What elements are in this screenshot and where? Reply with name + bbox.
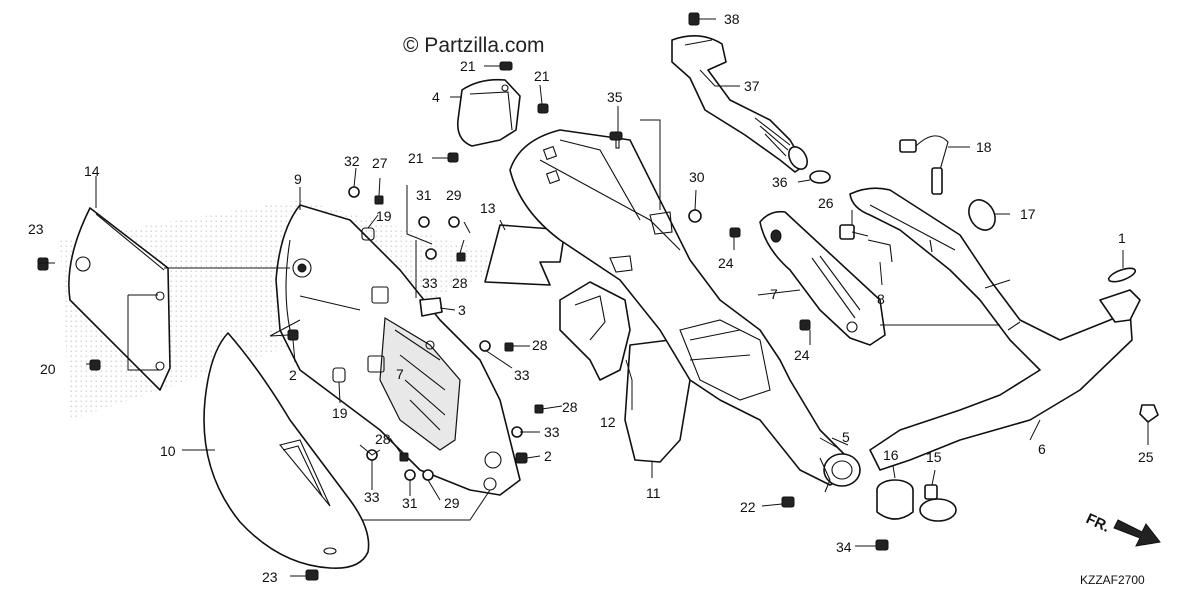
callout-28-low[interactable]: 28 <box>375 431 391 447</box>
callout-36[interactable]: 36 <box>772 174 788 190</box>
part-10-side-cover[interactable] <box>203 332 370 569</box>
callout-33-top[interactable]: 33 <box>422 275 438 291</box>
callout-29-low[interactable]: 29 <box>444 495 460 511</box>
callout-12[interactable]: 12 <box>600 414 616 430</box>
callout-28-top[interactable]: 28 <box>452 275 468 291</box>
callout-16[interactable]: 16 <box>883 447 899 463</box>
part-26-bracket[interactable] <box>839 224 855 240</box>
callout-13[interactable]: 13 <box>480 200 496 216</box>
callout-29-top[interactable]: 29 <box>446 187 462 203</box>
callout-23-left[interactable]: 23 <box>28 221 44 237</box>
callout-38[interactable]: 38 <box>724 11 740 27</box>
callout-1[interactable]: 1 <box>1118 230 1126 246</box>
callout-9[interactable]: 9 <box>294 171 302 187</box>
callout-30[interactable]: 30 <box>689 169 705 185</box>
watermark-text: © Partzilla.com <box>403 34 545 57</box>
callout-2-right[interactable]: 2 <box>544 448 552 464</box>
callout-labels: 38 37 35 21 21 21 4 30 36 18 17 1 6 25 2… <box>28 11 1154 585</box>
diagram-code: KZZAF2700 <box>1080 573 1145 587</box>
callout-34[interactable]: 34 <box>836 539 852 555</box>
callout-17[interactable]: 17 <box>1020 206 1036 222</box>
callout-19-lower[interactable]: 19 <box>332 405 348 421</box>
part-4-end-cap[interactable] <box>456 78 521 147</box>
part-1-gasket[interactable] <box>1107 266 1137 285</box>
fr-label: FR. <box>1083 510 1112 536</box>
callout-10[interactable]: 10 <box>160 443 176 459</box>
part-9-muffler-bracket[interactable] <box>275 204 521 496</box>
callout-15[interactable]: 15 <box>926 449 942 465</box>
leader-lines <box>38 18 1149 577</box>
callout-3[interactable]: 3 <box>458 302 466 318</box>
fr-arrow-icon <box>1113 519 1161 547</box>
callout-28-mid[interactable]: 28 <box>532 337 548 353</box>
part-8-band[interactable] <box>867 239 893 263</box>
callout-28-right[interactable]: 28 <box>562 399 578 415</box>
callout-19-upper[interactable]: 19 <box>376 208 392 224</box>
part-17-clamp[interactable] <box>964 195 1001 235</box>
callout-24-upper[interactable]: 24 <box>718 255 734 271</box>
callout-27[interactable]: 27 <box>372 155 388 171</box>
callout-7-right[interactable]: 7 <box>770 286 778 302</box>
front-direction-indicator: FR. <box>1083 510 1161 547</box>
part-18-o2-sensor[interactable] <box>899 135 949 195</box>
part-36-gasket[interactable] <box>809 170 831 184</box>
callout-7-left[interactable]: 7 <box>396 366 404 382</box>
callout-37[interactable]: 37 <box>744 78 760 94</box>
callout-33-low[interactable]: 33 <box>364 489 380 505</box>
callout-21-lower[interactable]: 21 <box>408 150 424 166</box>
exhaust-port-flange <box>1099 289 1141 323</box>
callout-5[interactable]: 5 <box>842 429 850 445</box>
callout-33-mid[interactable]: 33 <box>514 367 530 383</box>
part-37-front-pipe[interactable] <box>671 35 811 173</box>
part-14-left-guard[interactable] <box>68 207 171 391</box>
callout-25[interactable]: 25 <box>1138 449 1154 465</box>
callout-22[interactable]: 22 <box>740 499 756 515</box>
callout-26[interactable]: 26 <box>818 195 834 211</box>
callout-8[interactable]: 8 <box>877 291 885 307</box>
callout-18[interactable]: 18 <box>976 139 992 155</box>
callout-6[interactable]: 6 <box>1038 441 1046 457</box>
callout-21-right[interactable]: 21 <box>534 68 550 84</box>
callout-35[interactable]: 35 <box>607 89 623 105</box>
callout-32[interactable]: 32 <box>344 153 360 169</box>
callout-14[interactable]: 14 <box>84 163 100 179</box>
callout-20[interactable]: 20 <box>40 361 56 377</box>
callout-21-top[interactable]: 21 <box>460 58 476 74</box>
callout-31-top[interactable]: 31 <box>416 187 432 203</box>
part-5-muffler[interactable] <box>509 129 861 493</box>
part-12-insulation[interactable] <box>559 281 631 381</box>
callout-2-left[interactable]: 2 <box>289 367 297 383</box>
callout-24-lower[interactable]: 24 <box>794 347 810 363</box>
part-16-collar[interactable] <box>876 479 914 520</box>
callout-31-low[interactable]: 31 <box>402 495 418 511</box>
part-15-clamp[interactable] <box>919 484 957 522</box>
callout-11[interactable]: 11 <box>646 485 661 501</box>
callout-33-right[interactable]: 33 <box>544 424 560 440</box>
part-7-heat-shield[interactable] <box>759 210 886 346</box>
part-6-exhaust-pipe[interactable] <box>849 187 1133 471</box>
callout-4[interactable]: 4 <box>432 89 440 105</box>
callout-23-bottom[interactable]: 23 <box>262 569 278 585</box>
